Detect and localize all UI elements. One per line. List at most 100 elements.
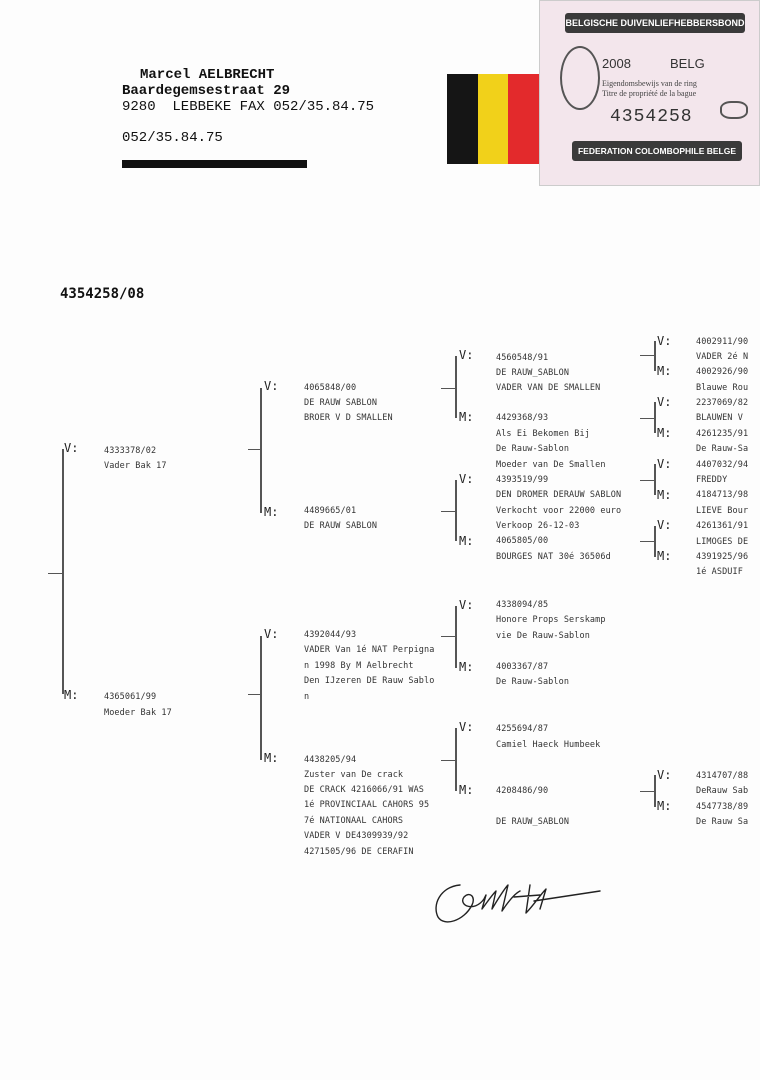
owner-street: Baardegemsestraat 29: [122, 83, 291, 99]
ownership-certificate-stamp: BELGISCHE DUIVENLIEFHEBBERSBOND 2008 BEL…: [539, 0, 760, 186]
bracket-g4-ssd: [654, 402, 656, 433]
stamp-year: 2008: [602, 56, 631, 71]
ssss-line1: VADER 2é N: [696, 352, 749, 362]
sire-ring: 4333378/02: [104, 446, 157, 456]
sssd-line1: Blauwe Rou: [696, 383, 749, 393]
dsd-line1: De Rauw-Sablon: [496, 677, 570, 687]
dss-line1: Honore Props Serskamp: [496, 615, 606, 625]
dd-line3: 1é PROVINCIAAL CAHORS 95: [304, 800, 430, 810]
sdds-ring: 4261361/91: [696, 521, 749, 531]
connector-g2-sd: [441, 511, 455, 512]
sds-ring: 4393519/99: [496, 475, 549, 485]
sdss-label: V:: [657, 457, 672, 471]
connector-g2-ss: [441, 388, 455, 389]
ssds-line1: BLAUWEN V: [696, 413, 743, 423]
sd-line1: DE RAUW SABLON: [304, 521, 378, 531]
stamp-bottom: FEDERATION COLOMBOPHILE BELGE: [572, 141, 742, 161]
dd-line5: VADER V DE4309939/92: [304, 831, 409, 841]
bracket-g3-ds: [455, 606, 457, 668]
bracket-g1: [62, 449, 64, 694]
ssss-ring: 4002911/90: [696, 337, 749, 347]
ssd-line1: Als Ei Bekomen Bij: [496, 429, 590, 439]
bracket-g2-sire: [260, 388, 262, 513]
stamp-top: BELGISCHE DUIVENLIEFHEBBERSBOND: [565, 13, 745, 33]
ds-label: V:: [264, 627, 279, 641]
dam-note: Moeder Bak 17: [104, 708, 172, 718]
dd-label: M:: [264, 751, 279, 765]
ddds-ring: 4314707/88: [696, 771, 749, 781]
dss-ring: 4338094/85: [496, 600, 549, 610]
sds-label: V:: [459, 472, 474, 486]
dam-label: M:: [64, 688, 79, 702]
sire-label: V:: [64, 441, 79, 455]
ssds-label: V:: [657, 395, 672, 409]
sddd-line1: 1é ASDUIF: [696, 567, 743, 577]
sss-label: V:: [459, 348, 474, 362]
ss-label: V:: [264, 379, 279, 393]
connector-g3-ssd: [640, 418, 654, 419]
sdd-label: M:: [459, 534, 474, 548]
bracket-g4-ddd: [654, 775, 656, 807]
ddd-label: M:: [459, 783, 474, 797]
ssds-ring: 2237069/82: [696, 398, 749, 408]
sss-ring: 4560548/91: [496, 353, 549, 363]
belgian-flag-icon: [447, 74, 540, 164]
connector-g2-ds: [441, 636, 455, 637]
dd-line4: 7é NATIONAAL CAHORS: [304, 816, 404, 826]
connector-g3-ddd: [640, 791, 654, 792]
ds-line4: n: [304, 692, 310, 702]
dsd-ring: 4003367/87: [496, 662, 549, 672]
header-rule: [122, 160, 307, 168]
stamp-crown-icon: [720, 101, 748, 119]
sd-label: M:: [264, 505, 279, 519]
dd-line1: Zuster van De crack: [304, 770, 404, 780]
connector-g3-sss: [640, 355, 654, 356]
dss-label: V:: [459, 598, 474, 612]
ddds-label: V:: [657, 768, 672, 782]
ssss-label: V:: [657, 334, 672, 348]
sdss-line1: FREDDY: [696, 475, 728, 485]
ss-line2: BROER V D SMALLEN: [304, 413, 393, 423]
connector-g0: [48, 573, 62, 574]
signature-icon: [435, 884, 601, 923]
bracket-g4-sds: [654, 464, 656, 495]
dds-ring: 4255694/87: [496, 724, 549, 734]
sdss-ring: 4407032/94: [696, 460, 749, 470]
sdsd-line1: LIEVE Bour: [696, 506, 749, 516]
sdd-line1: BOURGES NAT 30é 36506d: [496, 552, 611, 562]
dddd-ring: 4547738/89: [696, 802, 749, 812]
sss-line1: DE RAUW_SABLON: [496, 368, 570, 378]
connector-g2-dd: [441, 760, 455, 761]
connector-g1-sire: [248, 449, 260, 450]
dds-label: V:: [459, 720, 474, 734]
bracket-g4-sss: [654, 341, 656, 371]
ds-line3: Den IJzeren DE Rauw Sablo: [304, 676, 435, 686]
sire-note: Vader Bak 17: [104, 461, 167, 471]
sdds-label: V:: [657, 518, 672, 532]
dd-line6: 4271505/96 DE CERAFIN: [304, 847, 414, 857]
connector-g1-dam: [248, 694, 260, 695]
ssd-line2: De Rauw-Sablon: [496, 444, 570, 454]
bracket-g4-sdd: [654, 526, 656, 557]
dd-ring: 4438205/94: [304, 755, 357, 765]
stamp-line2: Titre de propriété de la bague: [602, 89, 697, 98]
ss-ring: 4065848/00: [304, 383, 357, 393]
ds-line2: n 1998 By M Aelbrecht: [304, 661, 414, 671]
sdd-ring: 4065805/00: [496, 536, 549, 546]
stamp-country: BELG: [670, 56, 705, 71]
bracket-g3-ss: [455, 356, 457, 418]
stamp-ring-number: 4354258: [610, 107, 693, 127]
dam-ring: 4365061/99: [104, 692, 157, 702]
bracket-g2-dam: [260, 636, 262, 760]
ds-ring: 4392044/93: [304, 630, 357, 640]
sdds-line1: LIMOGES DE: [696, 537, 749, 547]
ssdd-label: M:: [657, 426, 672, 440]
ddd-line1: DE RAUW_SABLON: [496, 817, 570, 827]
dd-line2: DE CRACK 4216066/91 WAS: [304, 785, 425, 795]
stamp-emblem-icon: [560, 46, 600, 110]
bracket-g3-dd: [455, 728, 457, 791]
connector-g3-sds: [640, 480, 654, 481]
ds-line1: VADER Van 1é NAT Perpigna: [304, 645, 435, 655]
ddd-ring: 4208486/90: [496, 786, 549, 796]
dsd-label: M:: [459, 660, 474, 674]
